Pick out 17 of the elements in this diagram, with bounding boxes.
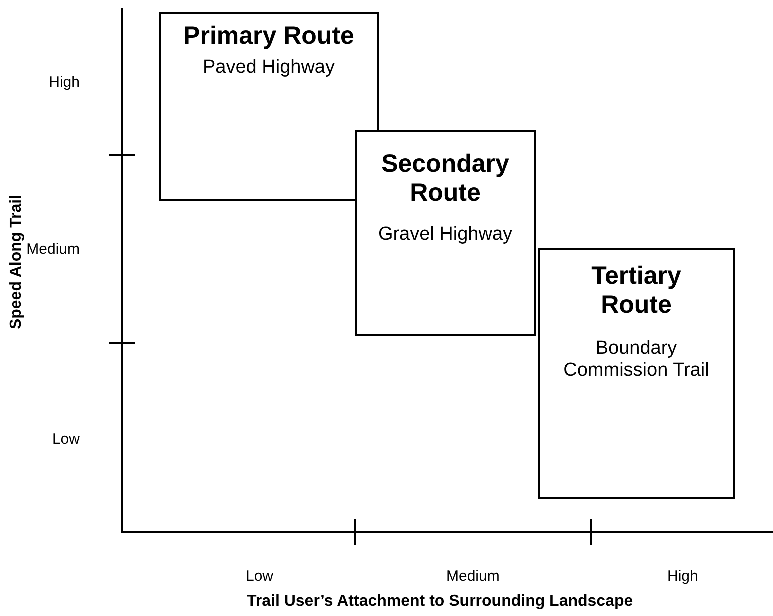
route-description: Paved Highway — [202, 57, 336, 79]
axis-tick-label: Low — [246, 568, 274, 585]
route-heading: Secondary Route — [380, 150, 510, 208]
route-description: Gravel Highway — [378, 224, 513, 246]
route-heading: Tertiary Route — [590, 262, 682, 320]
route-box — [355, 130, 536, 336]
axis-tick-label: High — [49, 74, 80, 91]
axis-tick-label: Medium — [26, 241, 80, 258]
axis-title: Speed Along Trail — [8, 194, 26, 330]
axis-tick-label: High — [668, 568, 698, 585]
route-box — [538, 248, 735, 499]
axis-tick-label: Low — [52, 431, 80, 448]
route-description: Boundary Commission Trail — [562, 338, 710, 382]
route-heading: Primary Route — [184, 22, 354, 51]
axis-title: Trail User’s Attachment to Surrounding Landscape — [247, 593, 634, 611]
route-box — [159, 12, 379, 201]
axis-tick-label: Medium — [446, 568, 500, 585]
